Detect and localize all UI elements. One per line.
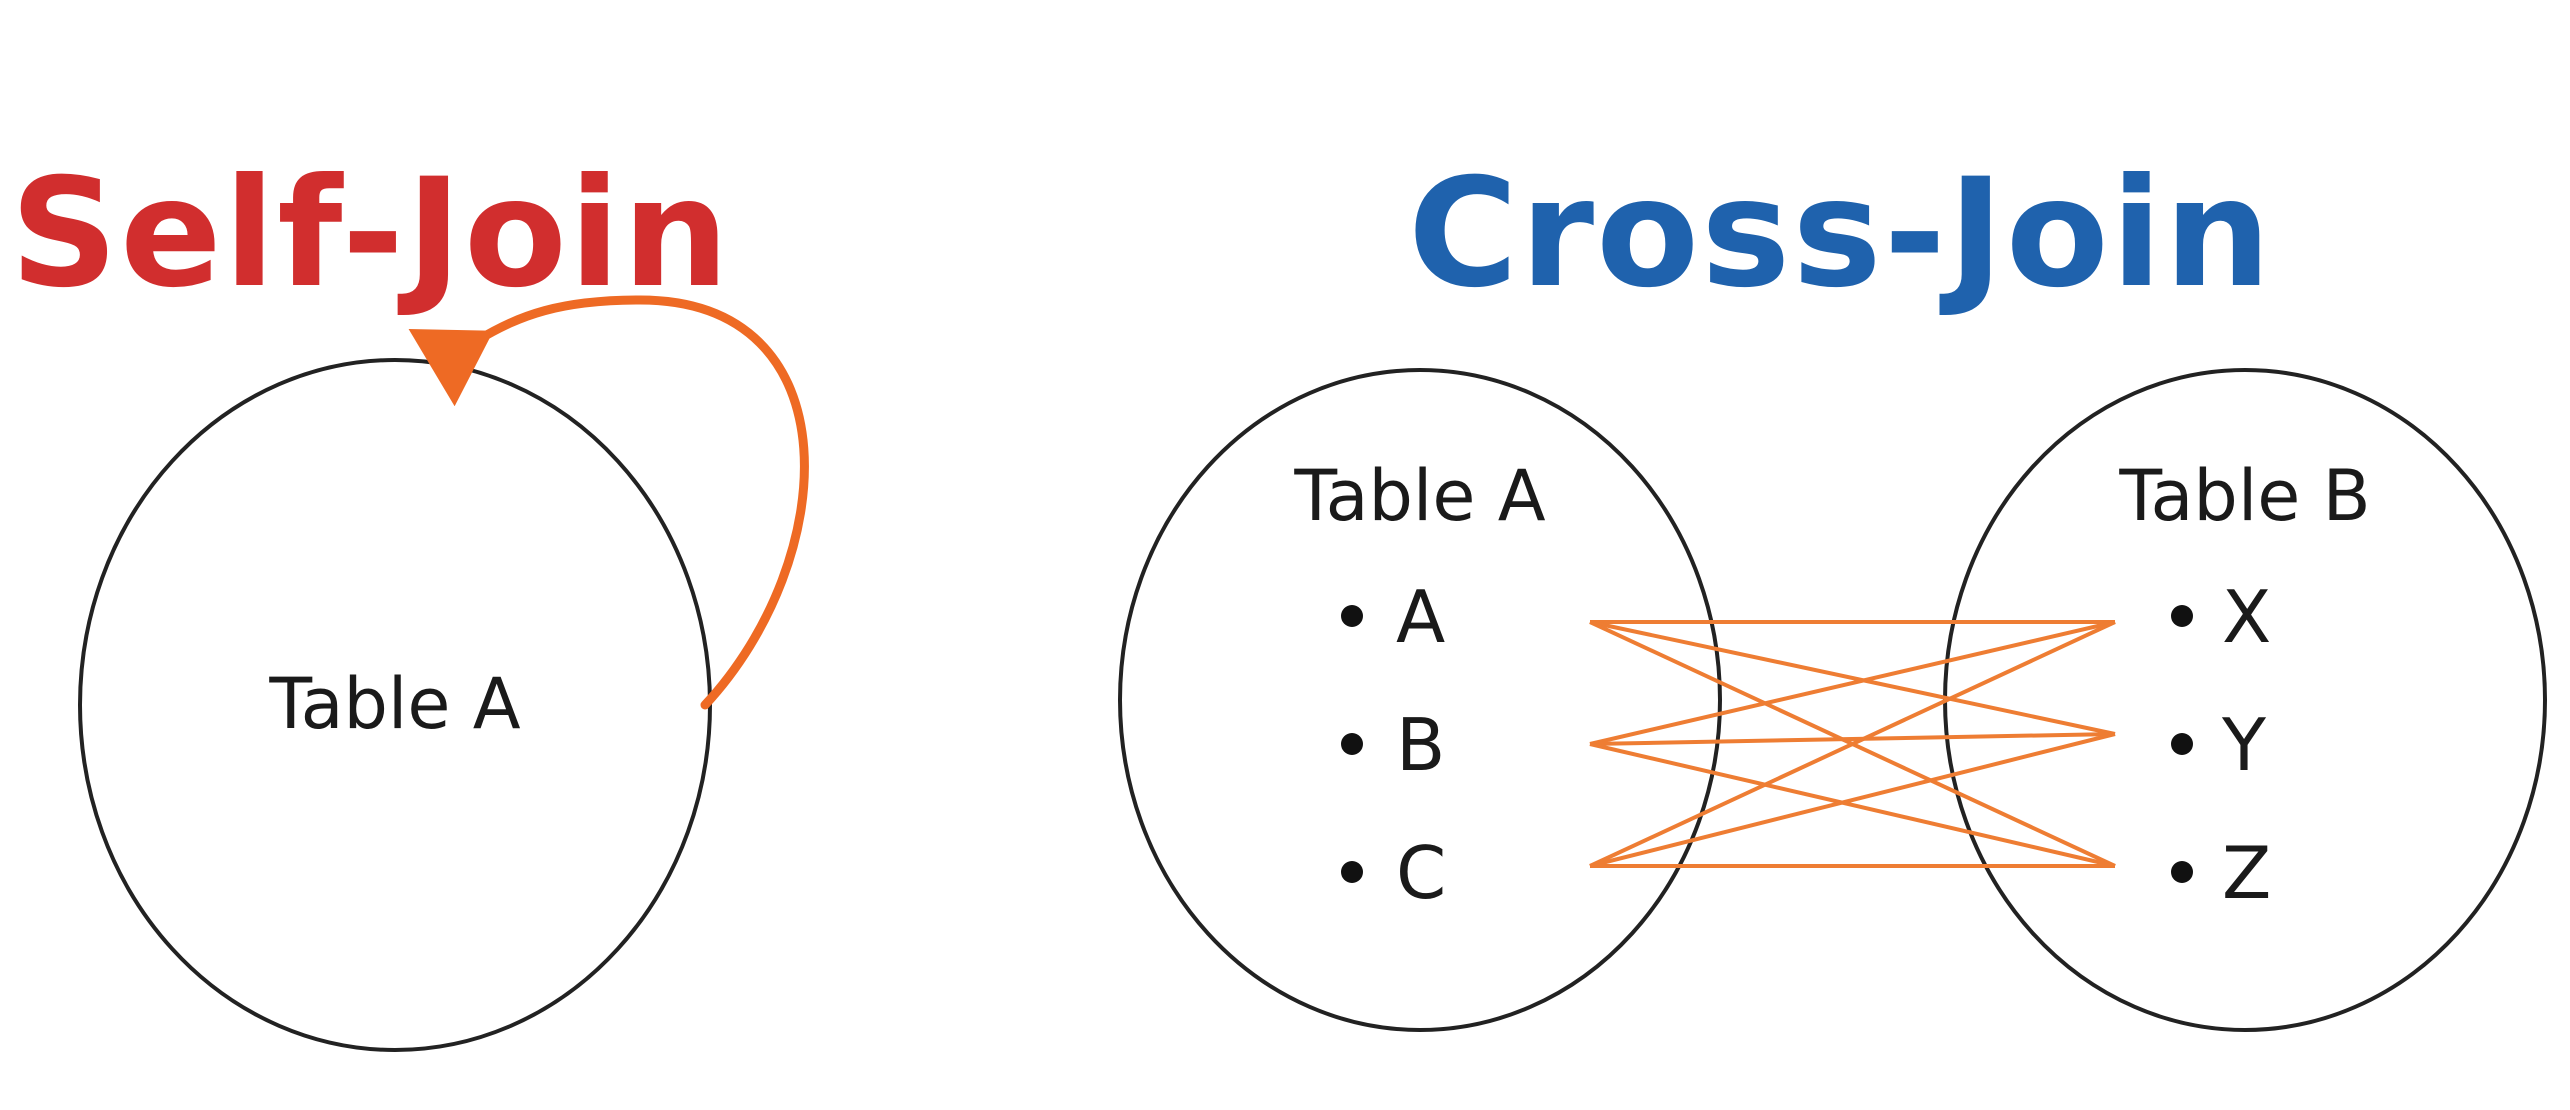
table-a-bullet (1341, 861, 1363, 883)
table-b-bullet (2171, 733, 2193, 755)
cross-join-table-a-label: Table A (1293, 455, 1545, 537)
cross-join-lines (1589, 620, 2116, 868)
table-a-item-b: B (1396, 703, 1445, 787)
cross-line-c-y (1589, 732, 2116, 868)
table-a-items: ABC (1341, 575, 1446, 915)
self-join-table-a-label: Table A (268, 663, 520, 745)
cross-join-table-a-circle (1118, 368, 1722, 1032)
table-b-item-z: Z (2222, 831, 2271, 915)
table-b-item-y: Y (2221, 703, 2267, 787)
table-b-item-x: X (2222, 575, 2271, 659)
self-join-title: Self-Join (10, 147, 731, 321)
cross-line-a-y (1589, 620, 2116, 736)
self-join-arrow (408, 295, 809, 710)
self-join-panel: Self-Join Table A (10, 147, 809, 1052)
cross-line-b-x (1589, 620, 2116, 746)
table-b-bullet (2171, 861, 2193, 883)
table-b-bullet (2171, 605, 2193, 627)
cross-join-table-b-label: Table B (2118, 455, 2370, 537)
cross-line-b-z (1589, 742, 2116, 868)
cross-join-panel: Cross-Join Table A Table B ABC XYZ (1118, 147, 2547, 1032)
table-a-bullet (1341, 605, 1363, 627)
table-a-item-a: A (1396, 575, 1445, 659)
table-a-item-c: C (1396, 831, 1446, 915)
table-b-items: XYZ (2171, 575, 2271, 915)
cross-line-b-y (1589, 732, 2116, 746)
cross-join-title: Cross-Join (1408, 147, 2273, 321)
table-a-bullet (1341, 733, 1363, 755)
cross-line-c-x (1589, 620, 2116, 868)
